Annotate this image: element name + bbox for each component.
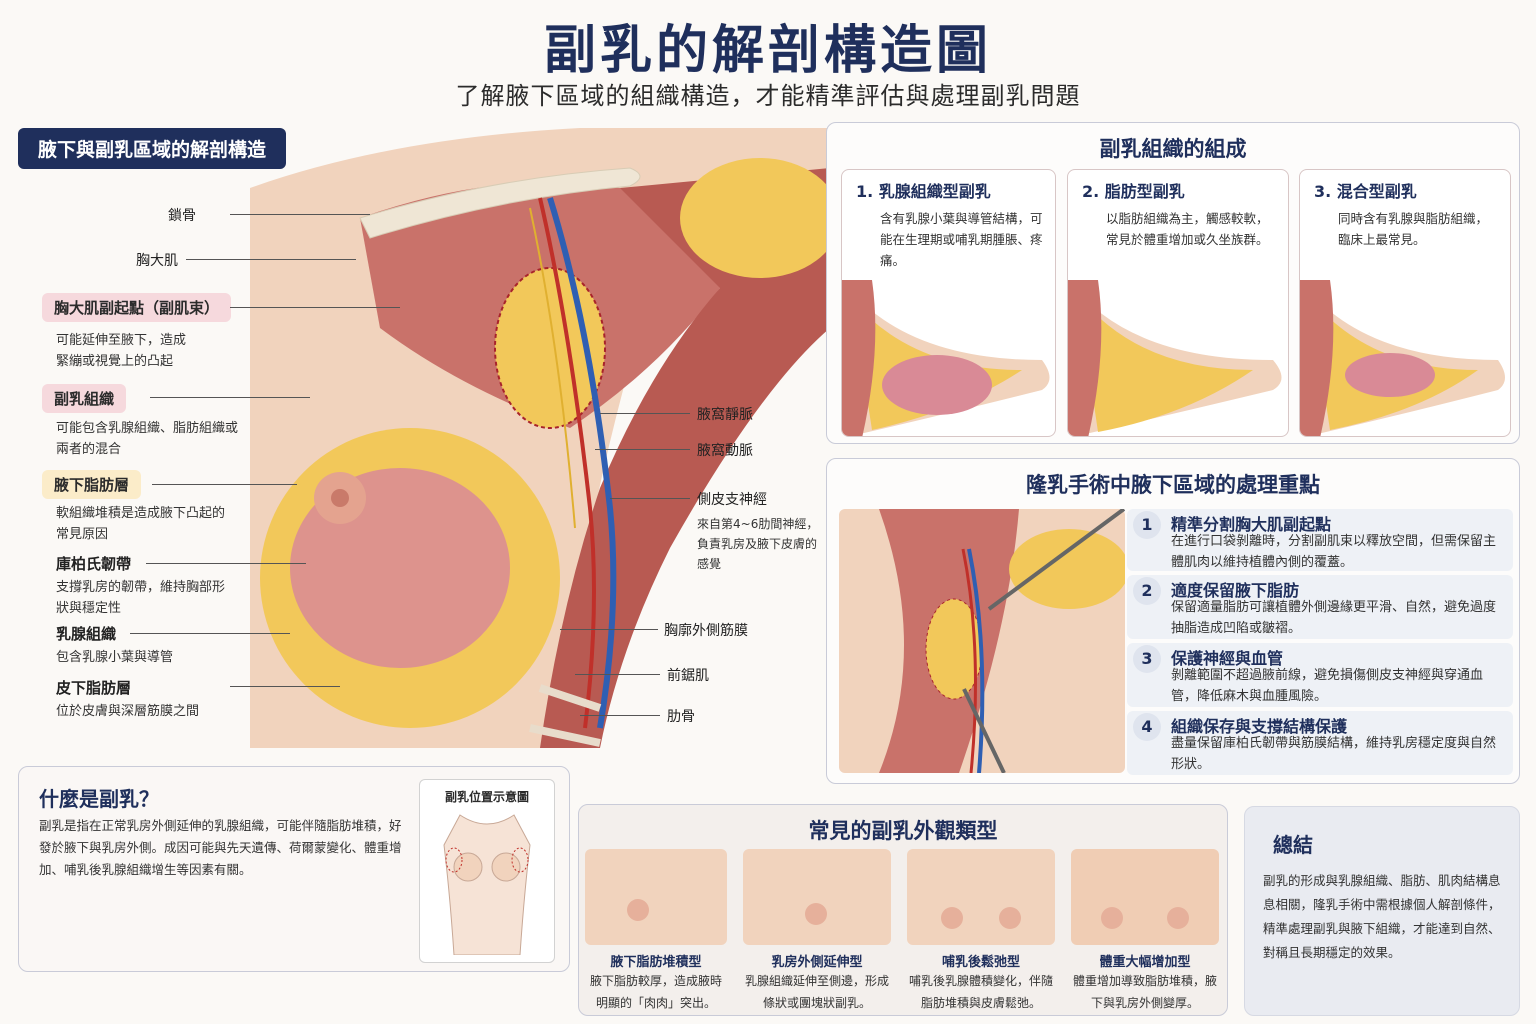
fat-type-illustration: [1068, 280, 1282, 436]
label-pec-major: 胸大肌: [136, 253, 178, 269]
label-gland: 乳腺組織: [56, 625, 117, 643]
surgical-tool-2: [962, 688, 1006, 773]
composition-panel: 副乳組織的組成 1. 乳腺組織型副乳 含有乳腺小葉與導管結構，可能在生理期或哺乳…: [826, 122, 1520, 444]
type-1-photo: [585, 849, 727, 945]
composition-title: 副乳組織的組成: [1099, 137, 1247, 161]
label-pec-accessory: 胸大肌副起點（副肌束）: [42, 293, 232, 322]
desc-gland: 包含乳腺小葉與導管: [56, 650, 174, 665]
page-title: 副乳的解剖構造圖: [543, 20, 992, 81]
label-cooper: 庫柏氏韌帶: [56, 555, 132, 573]
page-subtitle: 了解腋下區域的組織構造，才能精準評估與處理副乳問題: [455, 82, 1081, 110]
step-4-title: 組織保存與支撐結構保護: [1171, 717, 1348, 736]
desc-subq-fat: 位於皮膚與深層筋膜之間: [56, 704, 200, 719]
position-diagram: 副乳位置示意圖: [419, 779, 555, 963]
label-rib: 肋骨: [667, 709, 695, 725]
type-3-photo: [907, 849, 1055, 945]
card-2-text: 以脂肪組織為主，觸感較軟，常見於體重增加或久坐族群。: [1106, 211, 1269, 247]
type-2-title: 乳房外側延伸型: [771, 955, 863, 970]
summary-text: 副乳的形成與乳腺組織、脂肪、肌肉結構息息相關，隆乳手術中需根據個人解剖條件，精準…: [1263, 873, 1501, 960]
types-panel: 常見的副乳外觀類型 腋下脂肪堆積型 腋下脂肪較厚，造成腋時明顯的「肉肉」突出。 …: [578, 804, 1228, 1016]
axillary-vein: [547, 197, 617, 729]
nipple: [331, 489, 349, 507]
desc-pec-accessory: 可能延伸至腋下，造成緊繃或視覺上的凸起: [56, 333, 187, 369]
step-1-number: 1: [1133, 511, 1161, 539]
type-item-4: 體重大幅增加型 體重增加導致脂肪堆積，腋下與乳房外側變厚。: [1071, 849, 1219, 1014]
step-4-number: 4: [1133, 713, 1161, 741]
anatomy-illustration: [250, 128, 830, 748]
what-is-text: 副乳是指在正常乳房外側延伸的乳腺組織，可能伴隨脂肪堆積，好發於腋下與乳房外側。成…: [39, 818, 402, 877]
step-3-number: 3: [1133, 645, 1161, 673]
label-subq-fat: 皮下脂肪層: [56, 679, 132, 697]
gland-type-illustration: [842, 280, 1050, 436]
what-is-panel: 什麼是副乳？ 副乳是指在正常乳房外側延伸的乳腺組織，可能伴隨脂肪堆積，好發於腋下…: [18, 766, 570, 972]
composition-card-1: 1. 乳腺組織型副乳 含有乳腺小葉與導管結構，可能在生理期或哺乳期腫脹、疼痛。: [841, 169, 1056, 437]
desc-nerve: 來自第4~6肋間神經，負責乳房及腋下皮膚的感覺: [697, 517, 819, 571]
composition-card-3: 3. 混合型副乳 同時含有乳腺與脂肪組織，臨床上最常見。: [1299, 169, 1511, 437]
type-3-title: 哺乳後鬆弛型: [941, 955, 1020, 970]
label-fascia: 胸廓外側筋膜: [664, 623, 748, 639]
axillary-fat-pad: [680, 158, 830, 278]
label-artery: 腋窩動脈: [697, 443, 753, 459]
desc-axillary-fat: 軟組織堆積是造成腋下凸起的常見原因: [56, 506, 226, 542]
step-1-title: 精準分割胸大肌副起點: [1171, 515, 1332, 534]
mixed-type-illustration: [1300, 280, 1505, 436]
axillary-artery: [538, 197, 596, 729]
type-item-1: 腋下脂肪堆積型 腋下脂肪較厚，造成腋時明顯的「肉肉」突出。: [585, 849, 727, 1014]
surgery-panel: 隆乳手術中腋下區域的處理重點 1 精準分割胸大肌副起點 在進行口袋剝離時，分割副…: [826, 458, 1520, 784]
desc-cooper: 支撐乳房的韌帶，維持胸部形狀與穩定性: [56, 580, 226, 616]
type-item-3: 哺乳後鬆弛型 哺乳後乳腺體積變化，伴隨脂肪堆積與皮膚鬆弛。: [907, 849, 1055, 1014]
card-3-text: 同時含有乳腺與脂肪組織，臨床上最常見。: [1338, 211, 1489, 247]
label-serratus: 前鋸肌: [667, 668, 709, 684]
type-3-text: 哺乳後乳腺體積變化，伴隨脂肪堆積與皮膚鬆弛。: [908, 974, 1053, 1010]
surgery-title: 隆乳手術中腋下區域的處理重點: [1026, 473, 1320, 497]
card-1-text: 含有乳腺小葉與導管結構，可能在生理期或哺乳期腫脹、疼痛。: [880, 211, 1043, 268]
position-diagram-title: 副乳位置示意圖: [444, 790, 529, 804]
composition-card-2: 2. 脂肪型副乳 以脂肪組織為主，觸感較軟，常見於體重增加或久坐族群。: [1067, 169, 1289, 437]
nerve-branch: [529, 207, 576, 529]
card-3-heading: 3. 混合型副乳: [1314, 182, 1417, 201]
surgery-step-3: 3 保護神經與血管 剝離範圍不超過腋前線，避免損傷側皮支神經與穿通血管，降低麻木…: [1127, 643, 1513, 707]
surgery-step-1: 1 精準分割胸大肌副起點 在進行口袋剝離時，分割副肌束以釋放空間，但需保留主體肌…: [1127, 509, 1513, 571]
type-1-text: 腋下脂肪較厚，造成腋時明顯的「肉肉」突出。: [589, 974, 722, 1010]
label-nerve: 側皮支神經: [697, 492, 767, 508]
anatomy-section-tab: 腋下與副乳區域的解剖構造: [18, 128, 287, 169]
what-is-title: 什麼是副乳？: [39, 787, 159, 811]
type-2-photo: [743, 849, 891, 945]
label-vein: 腋窩靜脈: [697, 407, 753, 423]
surgery-step-2: 2 適度保留腋下脂肪 保留適量脂肪可讓植體外側邊緣更平滑、自然，避免過度抽脂造成…: [1127, 575, 1513, 639]
label-axillary-fat: 腋下脂肪層: [42, 470, 142, 499]
step-3-text: 剝離範圍不超過腋前線，避免損傷側皮支神經與穿通血管，降低麻木與血腫風險。: [1171, 668, 1484, 704]
surgery-illustration: [839, 509, 1125, 773]
step-2-text: 保留適量脂肪可讓植體外側邊緣更平滑、自然，避免過度抽脂造成凹陷或皺褶。: [1171, 600, 1497, 636]
card-2-heading: 2. 脂肪型副乳: [1082, 182, 1185, 201]
card-1-heading: 1. 乳腺組織型副乳: [856, 182, 991, 201]
type-2-text: 乳腺組織延伸至側邊，形成條狀或團塊狀副乳。: [744, 974, 889, 1010]
step-4-text: 盡量保留庫柏氏韌帶與筋膜結構，維持乳房穩定度與自然形狀。: [1171, 736, 1497, 772]
step-1-text: 在進行口袋剝離時，分割副肌束以釋放空間，但需保留主體肌肉以維持植體內側的覆蓋。: [1171, 534, 1497, 570]
label-clavicle: 鎖骨: [168, 208, 196, 224]
summary-panel: 總結 副乳的形成與乳腺組織、脂肪、肌肉結構息息相關，隆乳手術中需根據個人解剖條件…: [1244, 806, 1520, 1016]
type-4-title: 體重大幅增加型: [1099, 955, 1191, 970]
type-1-title: 腋下脂肪堆積型: [610, 955, 702, 970]
type-item-2: 乳房外側延伸型 乳腺組織延伸至側邊，形成條狀或團塊狀副乳。: [743, 849, 891, 1014]
surgical-tool-1: [987, 509, 1125, 611]
surgery-step-4: 4 組織保存與支撐結構保護 盡量保留庫柏氏韌帶與筋膜結構，維持乳房穩定度與自然形…: [1127, 711, 1513, 775]
type-4-text: 體重增加導致脂肪堆積，腋下與乳房外側變厚。: [1072, 974, 1217, 1010]
types-title: 常見的副乳外觀類型: [808, 819, 998, 843]
step-2-title: 適度保留腋下脂肪: [1171, 581, 1300, 600]
clavicle-bone: [359, 167, 641, 239]
summary-title: 總結: [1273, 833, 1313, 857]
step-3-title: 保護神經與血管: [1171, 649, 1284, 668]
type-4-photo: [1071, 849, 1219, 945]
desc-accessory-tissue: 可能包含乳腺組織、脂肪組織或兩者的混合: [56, 421, 239, 457]
ribs: [529, 684, 602, 747]
label-accessory-tissue: 副乳組織: [42, 384, 127, 413]
position-diagram-figure: [443, 814, 531, 956]
step-2-number: 2: [1133, 577, 1161, 605]
